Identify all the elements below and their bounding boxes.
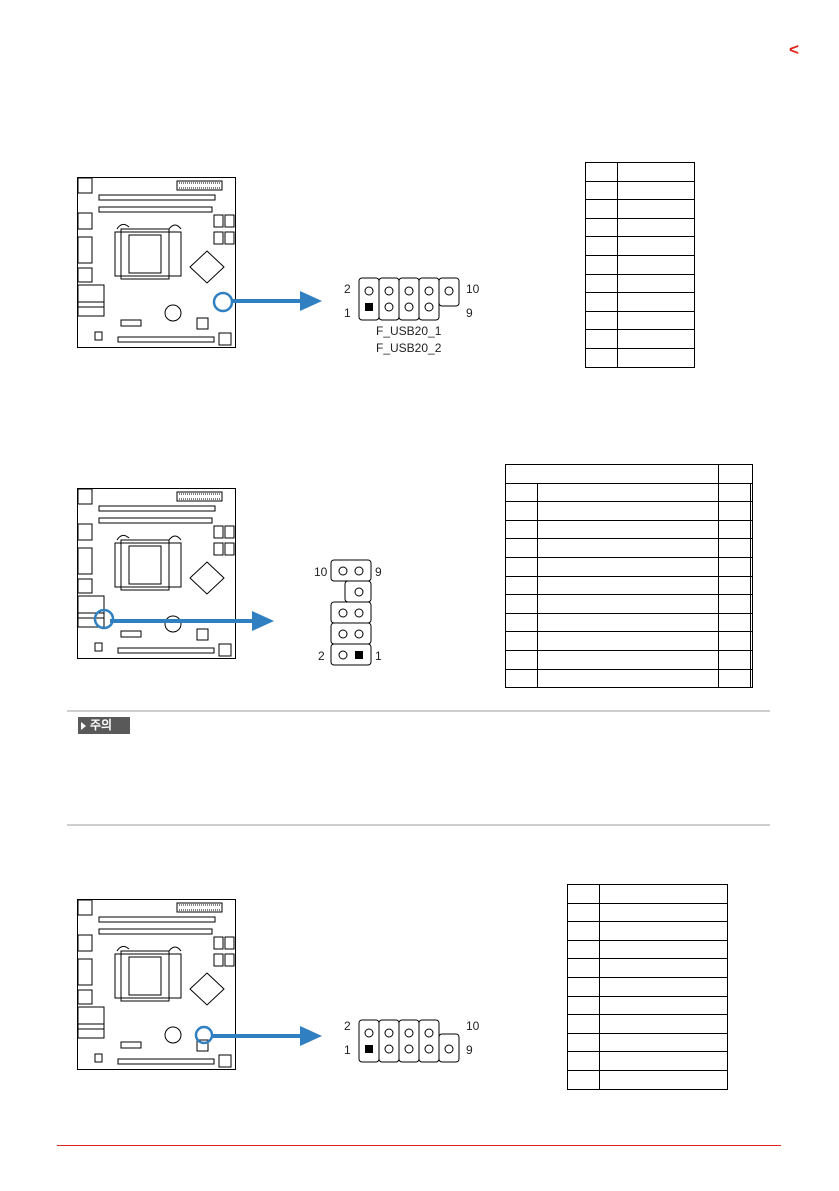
table-row xyxy=(567,939,728,960)
table-row xyxy=(585,292,695,312)
pointer-arrow-3 xyxy=(212,1026,322,1046)
table-row xyxy=(567,1069,728,1090)
pin-label-9: 9 xyxy=(375,565,382,579)
pin-header-diagram-1 xyxy=(358,277,460,321)
table-row xyxy=(585,162,695,182)
header-caption-2: F_USB20_2 xyxy=(376,341,442,355)
table-row xyxy=(567,1051,728,1071)
table-row xyxy=(505,575,753,596)
pin-label-10: 10 xyxy=(314,565,328,579)
table-row xyxy=(585,329,695,349)
footer-rule xyxy=(57,1145,781,1146)
pin-label-10: 10 xyxy=(466,282,480,296)
pin-label-9: 9 xyxy=(466,1043,473,1057)
table-row xyxy=(585,273,695,294)
pin-header-diagram-3 xyxy=(358,1019,460,1063)
pin-table-2 xyxy=(504,464,753,689)
table-row xyxy=(567,1032,728,1053)
motherboard-diagram-3 xyxy=(77,899,236,1070)
table-row xyxy=(585,236,695,256)
back-arrow-icon[interactable]: < xyxy=(789,40,799,59)
pointer-arrow-2 xyxy=(110,611,274,631)
table-row xyxy=(505,649,753,670)
pin-table-3 xyxy=(567,884,728,1090)
motherboard-diagram-2 xyxy=(77,488,236,659)
table-row xyxy=(567,958,728,978)
pin-header-diagram-2 xyxy=(330,559,372,666)
caution-label: 주의 xyxy=(90,718,113,732)
pointer-arrow-1 xyxy=(232,291,322,311)
triangle-icon xyxy=(81,722,86,730)
table-row xyxy=(505,594,753,614)
pin-label-10: 10 xyxy=(466,1019,480,1033)
pin-label-1: 1 xyxy=(375,649,382,663)
table-row xyxy=(567,921,728,941)
caution-badge: 주의 xyxy=(78,717,130,734)
pin-label-9: 9 xyxy=(466,306,473,320)
pin-label-2: 2 xyxy=(318,649,325,663)
table-row xyxy=(585,347,695,368)
table-row xyxy=(567,976,728,997)
pin-table-1 xyxy=(585,162,695,368)
header-caption-1: F_USB20_1 xyxy=(376,324,442,338)
motherboard-diagram-1 xyxy=(77,177,236,348)
table-row xyxy=(567,884,728,904)
table-row xyxy=(585,310,695,331)
table-row xyxy=(505,612,753,633)
table-row xyxy=(585,254,695,275)
table-row xyxy=(585,199,695,219)
table-row xyxy=(567,995,728,1016)
caution-note: 주의 xyxy=(67,710,770,826)
table-row xyxy=(567,902,728,923)
pin-label-1: 1 xyxy=(344,1043,351,1057)
table-row xyxy=(585,217,695,238)
pin-label-2: 2 xyxy=(344,1019,351,1033)
table-row xyxy=(505,501,753,521)
table-row xyxy=(585,180,695,201)
table-row xyxy=(505,519,753,540)
table-row xyxy=(504,464,753,484)
table-row xyxy=(505,556,753,577)
table-row xyxy=(505,538,753,558)
table-row xyxy=(567,1014,728,1034)
table-row xyxy=(505,668,753,689)
pin-label-1: 1 xyxy=(344,306,351,320)
pin-label-2: 2 xyxy=(344,282,351,296)
table-row xyxy=(505,631,753,651)
table-row xyxy=(505,482,753,503)
